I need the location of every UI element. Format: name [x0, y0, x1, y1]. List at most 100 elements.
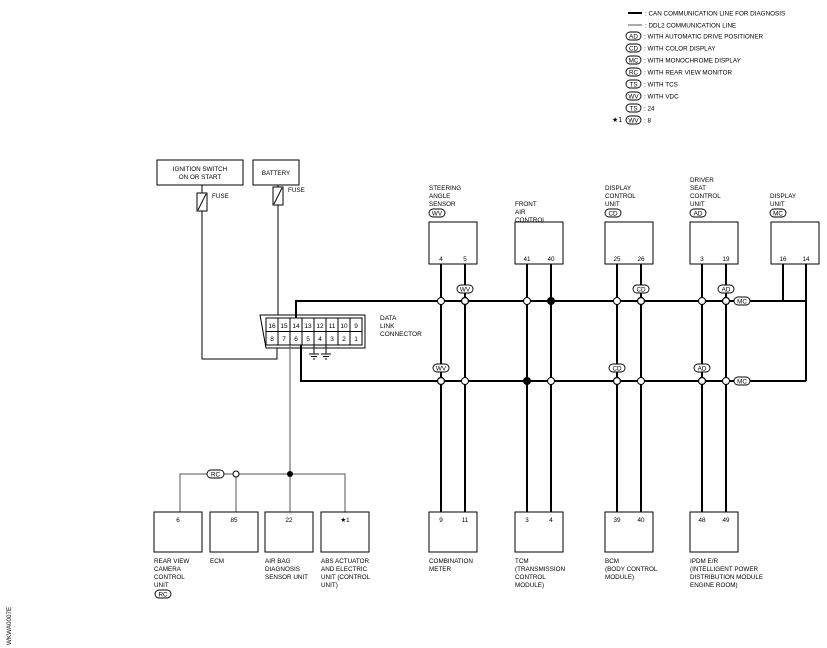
bottom-unit-tcm: 3 4 TCM (TRANSMISSION CONTROL MODULE)	[514, 511, 565, 589]
legend-code: RC	[629, 69, 639, 76]
dlc-pin: 4	[318, 336, 322, 343]
unit-label: DIAGNOSIS	[265, 566, 300, 573]
unit-label: DISPLAY	[605, 185, 632, 192]
battery-box	[252, 159, 300, 186]
dlc-pin: 7	[282, 336, 286, 343]
legend-code: TS	[629, 105, 637, 112]
unit-label: METER	[429, 566, 451, 573]
top-unit-display-control-unit: DISPLAY CONTROL UNIT CD 25 26	[604, 185, 654, 265]
unit-label: DRIVER	[690, 177, 714, 184]
unit-box	[604, 511, 654, 553]
unit-pin: 49	[722, 517, 730, 524]
unit-pin: 16	[779, 256, 787, 263]
unit-box	[428, 221, 478, 265]
unit-label: UNIT)	[321, 582, 338, 589]
unit-label: ECM	[210, 558, 224, 565]
line-tag: MC	[737, 298, 747, 305]
unit-pin: 4	[439, 256, 443, 263]
line-tag: CD	[636, 286, 646, 293]
legend-code: TS	[629, 81, 637, 88]
unit-label: TCM	[515, 558, 529, 565]
unit-label: AIR	[515, 209, 526, 216]
data-link-connector: 16 15 14 13 12 11 10 9 8 7 6 5 4 3 2 1 D…	[259, 314, 422, 349]
unit-box	[514, 221, 564, 265]
legend-desc: : WITH VDC	[644, 94, 679, 101]
ignition-switch-label: IGNITION SWITCH	[173, 166, 228, 173]
unit-pin: 26	[637, 256, 645, 263]
unit-label: UNIT	[770, 201, 785, 208]
ignition-switch-sublabel: ON OR START	[179, 174, 222, 181]
line-tag: WV	[436, 365, 447, 372]
legend-desc: : 24	[644, 106, 655, 113]
unit-label: CONTROL	[515, 217, 546, 224]
dlc-label: DATA	[380, 315, 397, 322]
unit-pin: 4	[549, 517, 553, 524]
battery-label: BATTERY	[262, 170, 291, 177]
unit-pin: 48	[698, 517, 706, 524]
dlc-pin: 11	[329, 323, 336, 330]
legend-code: AD	[629, 33, 638, 40]
legend-note-mark: ★1	[612, 116, 622, 124]
legend-desc: : WITH REAR VIEW MONITOR	[644, 70, 732, 77]
unit-label: CAMERA	[154, 566, 182, 573]
line-tag: MC	[737, 378, 747, 385]
unit-box	[320, 511, 370, 553]
dlc-pin: 3	[330, 336, 334, 343]
dlc-pin: 5	[306, 336, 310, 343]
legend-code: CD	[629, 45, 639, 52]
fuse-label: FUSE	[212, 193, 229, 200]
unit-label: MODULE)	[605, 574, 634, 581]
dlc-pin: 2	[342, 336, 346, 343]
legend-desc: : WITH TCS	[644, 82, 678, 89]
unit-box	[153, 511, 203, 553]
unit-tag: CD	[608, 210, 618, 217]
unit-label: CONTROL	[605, 193, 636, 200]
unit-box	[264, 511, 314, 553]
unit-label: DISTRIBUTION MODULE	[690, 574, 763, 581]
can-bus	[295, 264, 807, 512]
unit-box	[209, 511, 259, 553]
unit-box	[428, 511, 478, 553]
unit-pin: 5	[463, 256, 467, 263]
unit-label: CONTROL	[154, 574, 185, 581]
unit-pin: 19	[722, 256, 730, 263]
unit-box	[689, 221, 739, 265]
line-crossings	[436, 296, 731, 386]
unit-label: DISPLAY	[770, 193, 797, 200]
unit-pin: 14	[802, 256, 810, 263]
ignition-switch-box	[156, 159, 244, 186]
unit-tag: MC	[773, 210, 783, 217]
legend-code: WV	[628, 117, 639, 124]
legend-code-cd: CD : WITH COLOR DISPLAY	[625, 43, 716, 53]
legend: : CAN COMMUNICATION LINE FOR DIAGNOSIS :…	[612, 11, 785, 125]
unit-tag: AD	[694, 210, 703, 217]
unit-label: MODULE)	[515, 582, 544, 589]
top-unit-front-air-control: FRONT AIR CONTROL 41 40	[514, 201, 564, 265]
dlc-pin: 10	[340, 323, 348, 330]
unit-box	[514, 511, 564, 553]
dlc-pin: 14	[292, 323, 300, 330]
unit-pin: 6	[176, 517, 180, 524]
ddl2-branch: RC	[179, 345, 346, 512]
unit-label: AND ELECTRIC	[321, 566, 368, 573]
unit-label: (BODY CONTROL	[605, 566, 658, 573]
top-unit-steering-angle-sensor: STEERING ANGLE SENSOR WV 4 5	[428, 185, 478, 265]
legend-code-mc: MC : WITH MONOCHROME DISPLAY	[625, 55, 742, 65]
unit-box	[689, 511, 739, 553]
unit-label: REAR VIEW	[154, 558, 189, 565]
can-high-line	[295, 300, 806, 318]
unit-label: UNIT	[154, 582, 169, 589]
unit-label: CONTROL	[515, 574, 546, 581]
legend-code-rc: RC : WITH REAR VIEW MONITOR	[625, 67, 732, 77]
bottom-unit-bcm: 39 40 BCM (BODY CONTROL MODULE)	[604, 511, 658, 581]
unit-label: (TRANSMISSION	[515, 566, 565, 573]
legend-code-ad: AD : WITH AUTOMATIC DRIVE POSITIONER	[625, 31, 764, 41]
dlc-label: CONNECTOR	[380, 331, 422, 338]
unit-label: (INTELLIGENT POWER	[690, 566, 759, 573]
unit-label: SEAT	[690, 185, 706, 192]
unit-box	[770, 221, 820, 265]
bottom-unit-air-bag-diagnosis-sensor: 22 AIR BAG DIAGNOSIS SENSOR UNIT	[264, 511, 314, 581]
legend-desc: : WITH MONOCHROME DISPLAY	[644, 58, 742, 65]
unit-pin: 25	[613, 256, 621, 263]
unit-label: IPDM E/R	[690, 558, 718, 565]
